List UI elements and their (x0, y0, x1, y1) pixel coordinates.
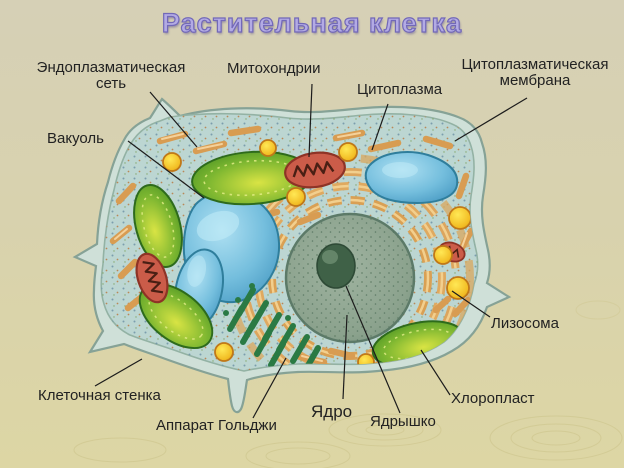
pointer-mitochondria (308, 83, 313, 158)
label-nucleus: Ядро (311, 402, 353, 421)
pointer-lines (94, 83, 528, 419)
label-cell-wall: Клеточная стенка (38, 387, 161, 404)
label-cytoplasmic-membrane: Цитоплазматическая мембрана (461, 56, 609, 90)
pointer-nucleolus (345, 285, 401, 414)
label-endoplasmic-reticulum: Эндоплазматическая сеть (36, 59, 186, 93)
pointer-cell-wall (94, 358, 143, 387)
chloroplast-left-upper (133, 184, 183, 268)
pointer-golgi (252, 357, 287, 419)
pointer-chloroplast (420, 349, 451, 396)
pointer-lysosome (451, 290, 491, 318)
page-title: Растительная клетка (161, 7, 463, 38)
vacuole-top-right (364, 151, 459, 205)
label-chloroplast: Хлоропласт (451, 390, 535, 407)
label-vacuole: Вакуоль (47, 130, 104, 147)
er-strand-highlights (114, 132, 468, 362)
golgi-vesicles (223, 283, 291, 321)
label-mitochondria: Митохондрии (227, 60, 321, 77)
ripple-decorations (73, 300, 623, 468)
pointer-endoplasmic (149, 91, 198, 148)
pointer-cytoplasm (371, 103, 389, 151)
pointer-nucleus (342, 314, 348, 400)
mitochondrion-top (284, 151, 346, 189)
pointer-vacuole (127, 140, 205, 199)
label-lysosome: Лизосома (491, 315, 559, 332)
golgi-apparatus (227, 287, 321, 372)
pointer-membrane (454, 97, 528, 142)
label-cytoplasm: Цитоплазма (357, 81, 443, 98)
nucleolus (316, 243, 356, 289)
label-nucleolus: Ядрышко (370, 413, 436, 430)
mitochondrion-left (135, 252, 169, 304)
label-golgi-apparatus: Аппарат Гольджи (156, 417, 277, 434)
